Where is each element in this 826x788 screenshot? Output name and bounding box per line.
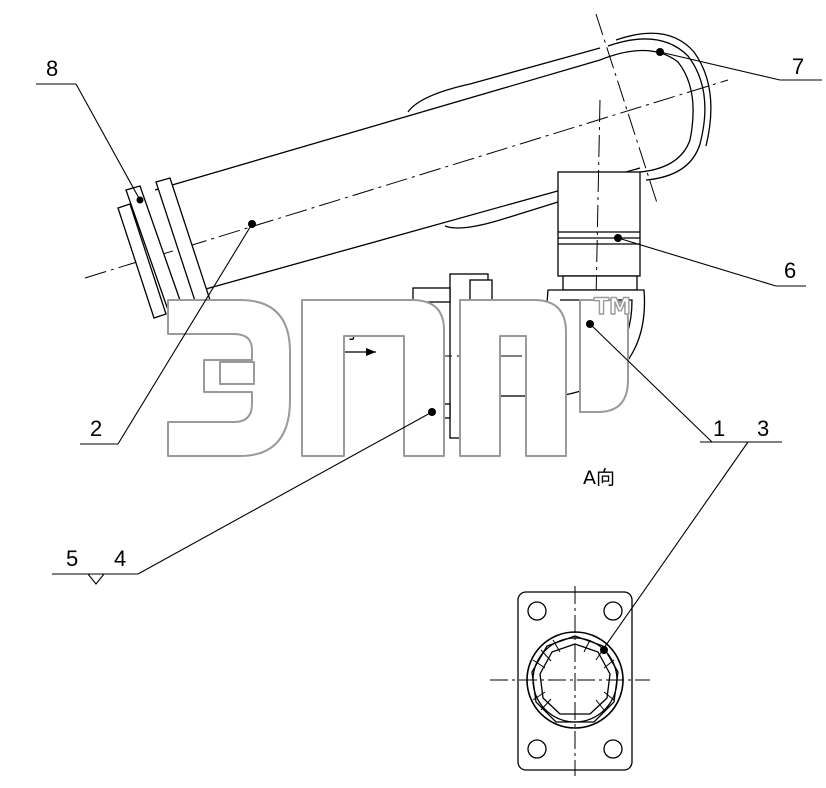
callout-5: 5 [66, 546, 78, 571]
leader-dots [136, 48, 664, 654]
callout-3: 3 [757, 416, 769, 441]
section-view-title: A向 [583, 467, 615, 489]
left-flange [117, 177, 211, 319]
watermark-tm: TM [594, 295, 631, 320]
callout-8: 8 [46, 56, 58, 81]
callout-6: 6 [784, 258, 796, 283]
callout-1: 1 [713, 416, 725, 441]
callout-4: 4 [114, 546, 126, 571]
elbow [595, 13, 712, 207]
vertical-pipe [557, 99, 641, 301]
callout-2: 2 [90, 416, 102, 441]
section-view-a [490, 586, 650, 776]
callout-7: 7 [792, 54, 804, 79]
watermark: TM [167, 294, 632, 457]
leader-lines [36, 51, 822, 649]
